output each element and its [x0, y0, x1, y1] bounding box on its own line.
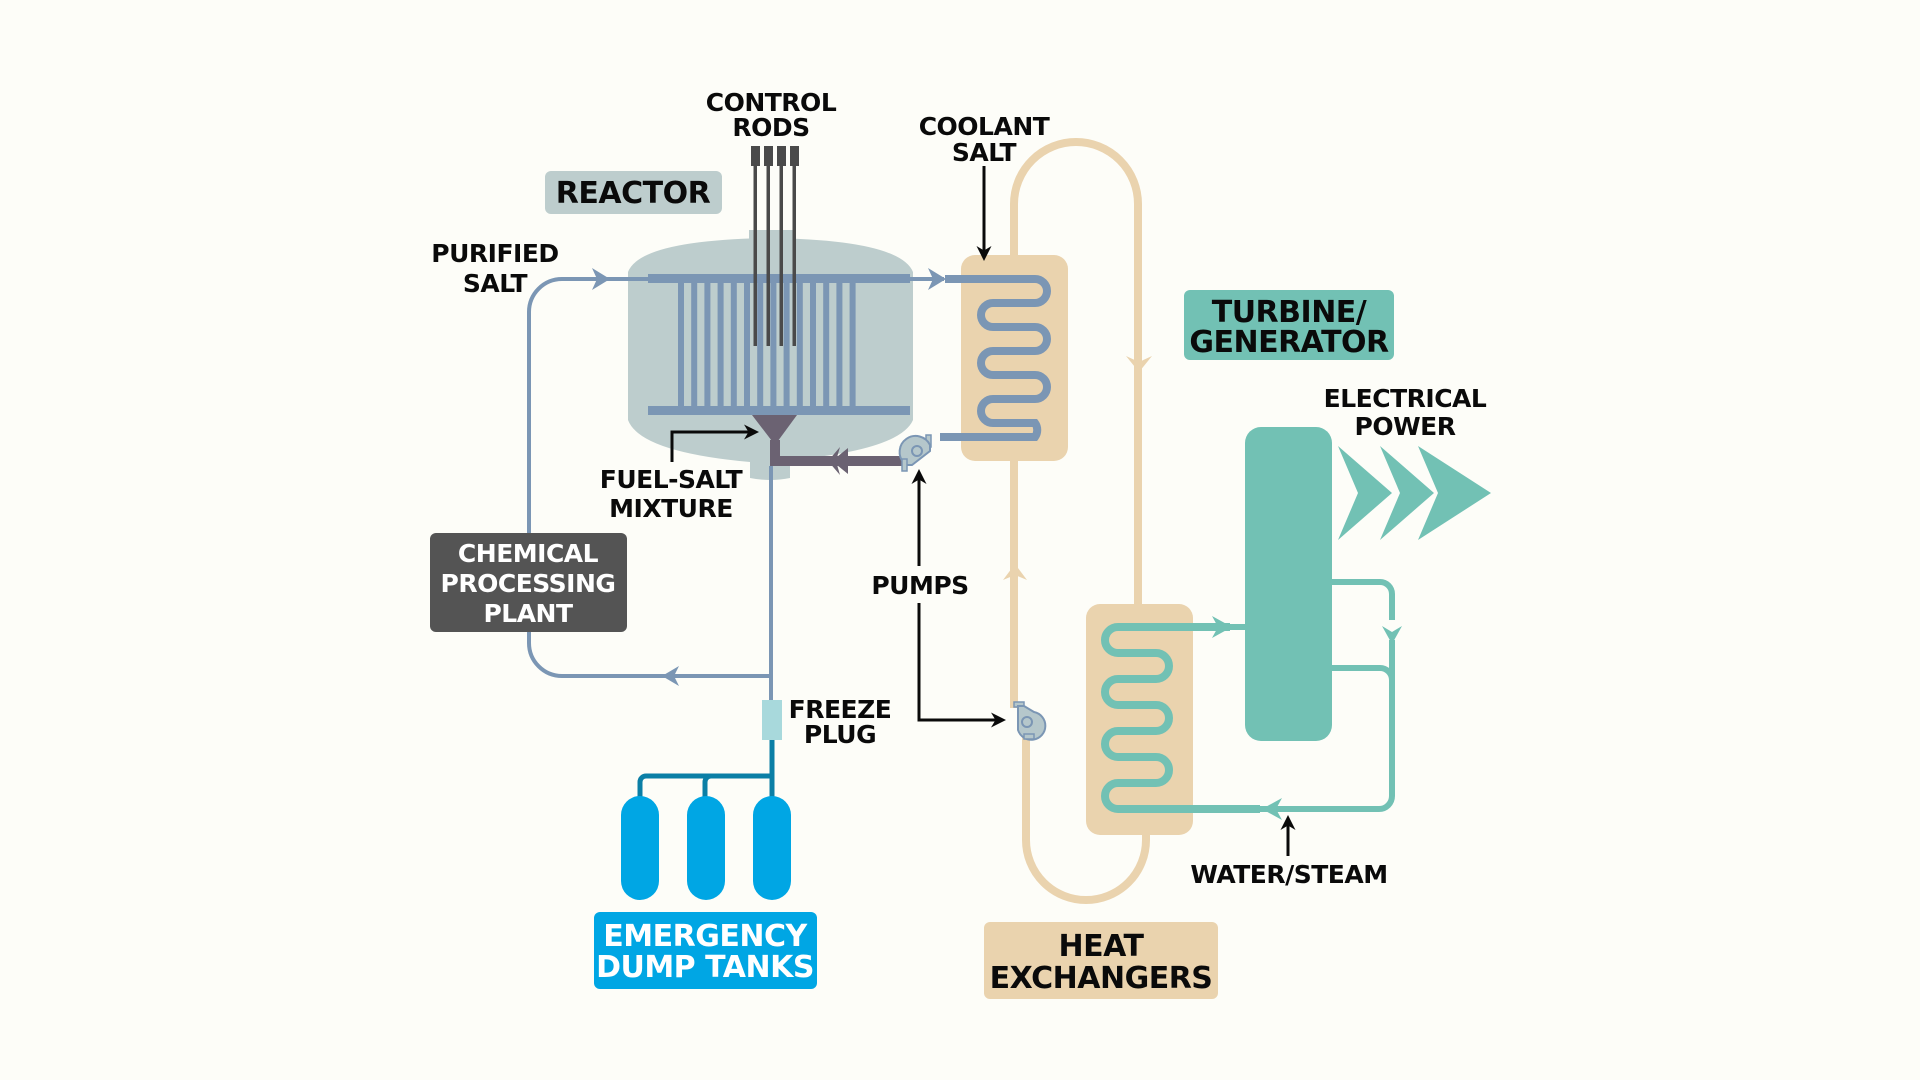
heat-exchangers-label-2: EXCHANGERS: [990, 961, 1213, 996]
core-tube: [823, 280, 830, 410]
core-tube: [691, 280, 698, 410]
dump-tank: [687, 796, 725, 900]
fuel-salt-funnel: [752, 415, 797, 445]
control-rod: [790, 146, 799, 346]
emergency-dump-tanks: [621, 796, 791, 900]
core-tube: [704, 280, 711, 410]
reactor-outlet-arrow: [928, 268, 946, 290]
turbine-generator-unit: [1245, 427, 1332, 741]
core-tube: [678, 280, 684, 410]
water-return-arrow: [1262, 798, 1282, 820]
coolant-loop-upper: [1010, 138, 1142, 604]
emergency-label-1: EMERGENCY: [603, 919, 808, 954]
control-rods-label-1: CONTROL: [706, 88, 837, 117]
reactor-label: REACTOR: [556, 176, 711, 211]
coolant-salt-loop: [1010, 138, 1150, 904]
coolant-salt-label-2: SALT: [952, 138, 1017, 167]
condensate-return: [1250, 665, 1395, 812]
steam-inlet-arrow: [1212, 616, 1232, 638]
reactor-label-box: [545, 171, 722, 214]
control-rod: [751, 146, 760, 346]
heat-exchangers-label-1: HEAT: [1059, 929, 1145, 964]
water-steam-label: WATER/STEAM: [1190, 860, 1387, 889]
heat-exchanger-primary: [961, 255, 1068, 461]
fuel-salt-funnel-stem: [770, 440, 780, 466]
reactor-bottom-plate: [648, 406, 910, 415]
coolant-flow-arrow-down: [1126, 356, 1152, 372]
coolant-loop-lower: [1022, 736, 1150, 904]
turbine-label-2: GENERATOR: [1189, 325, 1389, 360]
core-tube: [783, 280, 790, 410]
purified-salt-label-2: SALT: [463, 269, 528, 298]
turbine-label-box: [1184, 290, 1394, 360]
fuel-salt-label-1: FUEL-SALT: [600, 465, 743, 494]
core-tube: [757, 280, 764, 410]
electrical-power-label-2: POWER: [1355, 412, 1456, 441]
fuel-salt-return-arrowhead: [832, 448, 848, 474]
core-tube: [836, 280, 843, 410]
core-tubes: [678, 280, 856, 410]
freeze-plug-label-2: PLUG: [804, 720, 876, 749]
freeze-plug: [762, 700, 782, 740]
turbine-label-1: TURBINE/: [1212, 295, 1367, 330]
hx-secondary-coil: [1101, 623, 1260, 813]
core-tube: [744, 280, 750, 410]
water-steam-loop: [1226, 579, 1395, 812]
core-tube: [770, 280, 777, 410]
electrical-power-icon: [1338, 446, 1491, 540]
fuel-salt-label-2: MIXTURE: [609, 494, 733, 523]
emergency-label-2: DUMP TANKS: [596, 950, 814, 985]
core-tube: [810, 280, 816, 410]
chemical-plant-label-1: CHEMICAL: [458, 539, 599, 568]
control-rod: [764, 146, 773, 346]
coolant-salt-label-1: COOLANT: [919, 112, 1050, 141]
core-tube: [849, 280, 856, 410]
pumps-pointer-right: [917, 603, 1006, 728]
heat-exchangers-label-box: [984, 922, 1218, 999]
turbine-exhaust: [1330, 579, 1395, 620]
emergency-pipe: [637, 740, 775, 804]
reactor-top-manifold: [648, 274, 910, 283]
core-tube: [717, 280, 724, 410]
drain-return-arrow: [662, 666, 679, 686]
control-rods: [751, 146, 799, 346]
electrical-power-label-1: ELECTRICAL: [1324, 384, 1487, 413]
chemical-plant-label-2: PROCESSING: [441, 569, 616, 598]
control-rods-label-2: RODS: [732, 113, 809, 142]
control-rod: [777, 146, 786, 346]
chemical-plant-label-3: PLANT: [483, 599, 573, 628]
purified-salt-arrow: [592, 268, 610, 290]
exhaust-arrow: [1382, 626, 1402, 644]
freeze-plug-label-1: FREEZE: [789, 695, 892, 724]
core-tube: [796, 280, 803, 410]
chemical-plant-box[interactable]: [430, 533, 627, 632]
core-tube: [730, 280, 737, 410]
fuel-salt-pointer: [670, 424, 759, 462]
pumps-label: PUMPS: [871, 571, 968, 600]
purified-salt-pipe: [527, 277, 773, 678]
pump-icon[interactable]: [1013, 701, 1047, 741]
pump-icon[interactable]: [898, 434, 932, 472]
fuel-salt-loop: [527, 277, 944, 700]
purified-salt-label-1: PURIFIED: [431, 239, 558, 268]
dump-tank: [753, 796, 791, 900]
emergency-label-box: [594, 912, 817, 989]
coolant-flow-arrow-up: [1003, 564, 1027, 580]
dump-tank: [621, 796, 659, 900]
hx-primary-coil: [940, 275, 1051, 441]
